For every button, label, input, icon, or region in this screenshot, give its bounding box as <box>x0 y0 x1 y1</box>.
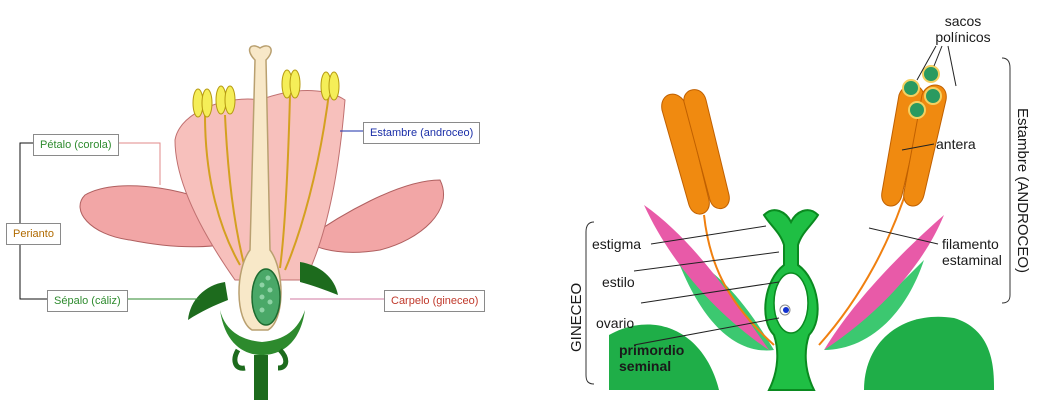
style-label: estilo <box>602 274 635 290</box>
pollen-sacs-label: sacos polínicos <box>926 13 1000 45</box>
perianth-label: Perianto <box>6 223 61 245</box>
seminal-primordium-label: primordio seminal <box>619 342 684 374</box>
sepal-label: Sépalo (cáliz) <box>47 290 128 312</box>
ovary-label: ovario <box>596 315 634 331</box>
carpel-label: Carpelo (gineceo) <box>384 290 485 312</box>
filament-label: filamento estaminal <box>942 236 1002 268</box>
androceo-label: Estambre (ANDROCEO) <box>1014 108 1031 273</box>
stamen-carpel-diagram: sacos polínicos antera filamento estamin… <box>524 0 1048 400</box>
stem <box>254 355 268 400</box>
stamen-label: Estambre (androceo) <box>363 122 480 144</box>
petal-label: Pétalo (corola) <box>33 134 119 156</box>
bottom-right-lobe <box>864 317 994 390</box>
gineceo-label: GINECEO <box>568 283 585 352</box>
anther-label: antera <box>936 136 976 152</box>
stigma-label: estigma <box>592 236 641 252</box>
right-sepal <box>300 262 338 295</box>
left-sepal <box>188 282 228 320</box>
flower-diagram: Pétalo (corola) Sépalo (cáliz) Perianto … <box>0 0 524 400</box>
estambre-bracket <box>1002 58 1010 303</box>
ovary-cavity <box>774 273 808 333</box>
flower-illustration <box>0 0 524 400</box>
detail-illustration <box>524 0 1048 400</box>
